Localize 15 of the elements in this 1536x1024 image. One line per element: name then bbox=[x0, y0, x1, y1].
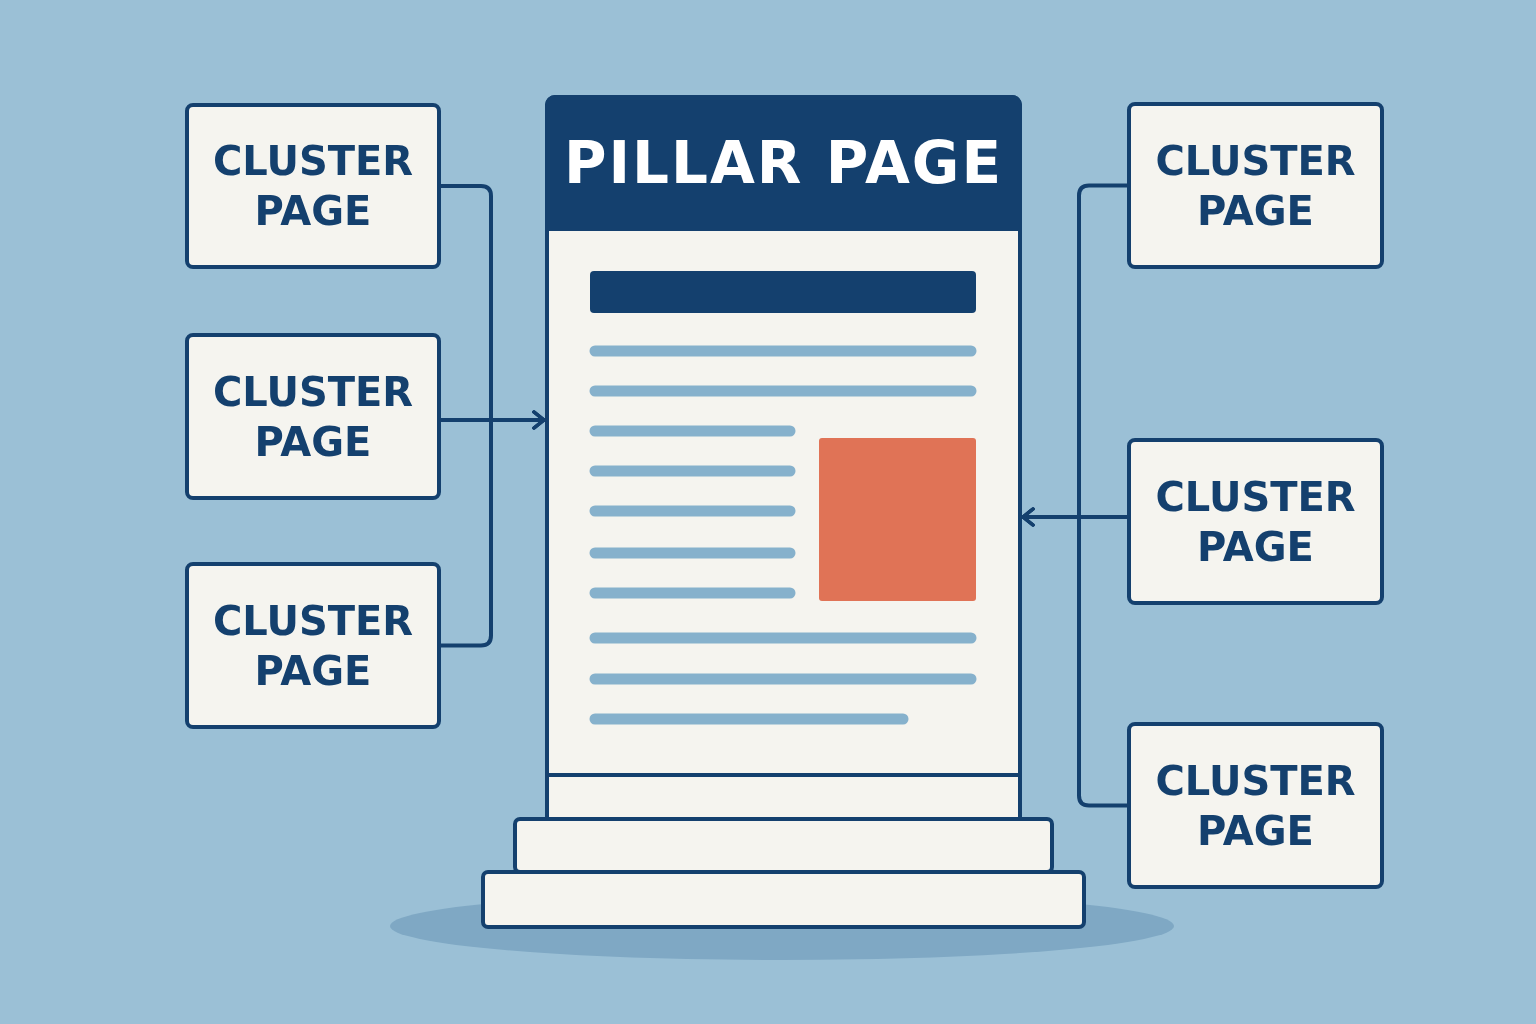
connector-arrow bbox=[1021, 507, 1127, 808]
box-label: CLUSTER PAGE bbox=[213, 367, 413, 467]
cluster-page-box bbox=[185, 333, 441, 500]
cluster-page-box bbox=[1127, 102, 1384, 269]
box-label: CLUSTER PAGE bbox=[213, 137, 413, 236]
cluster-page-box bbox=[185, 562, 441, 729]
box-label: CLUSTER PAGE bbox=[1155, 756, 1356, 856]
box-label: CLUSTER PAGE bbox=[1155, 472, 1356, 572]
connector-arrow bbox=[441, 410, 546, 648]
box-label: CLUSTER PAGE bbox=[213, 596, 413, 696]
cluster-page-box bbox=[185, 103, 441, 269]
cluster-page-box bbox=[1127, 438, 1384, 605]
cluster-page-box bbox=[1127, 722, 1384, 889]
page-title: PILLAR PAGE bbox=[563, 129, 1003, 197]
box-label: CLUSTER PAGE bbox=[1155, 136, 1356, 236]
